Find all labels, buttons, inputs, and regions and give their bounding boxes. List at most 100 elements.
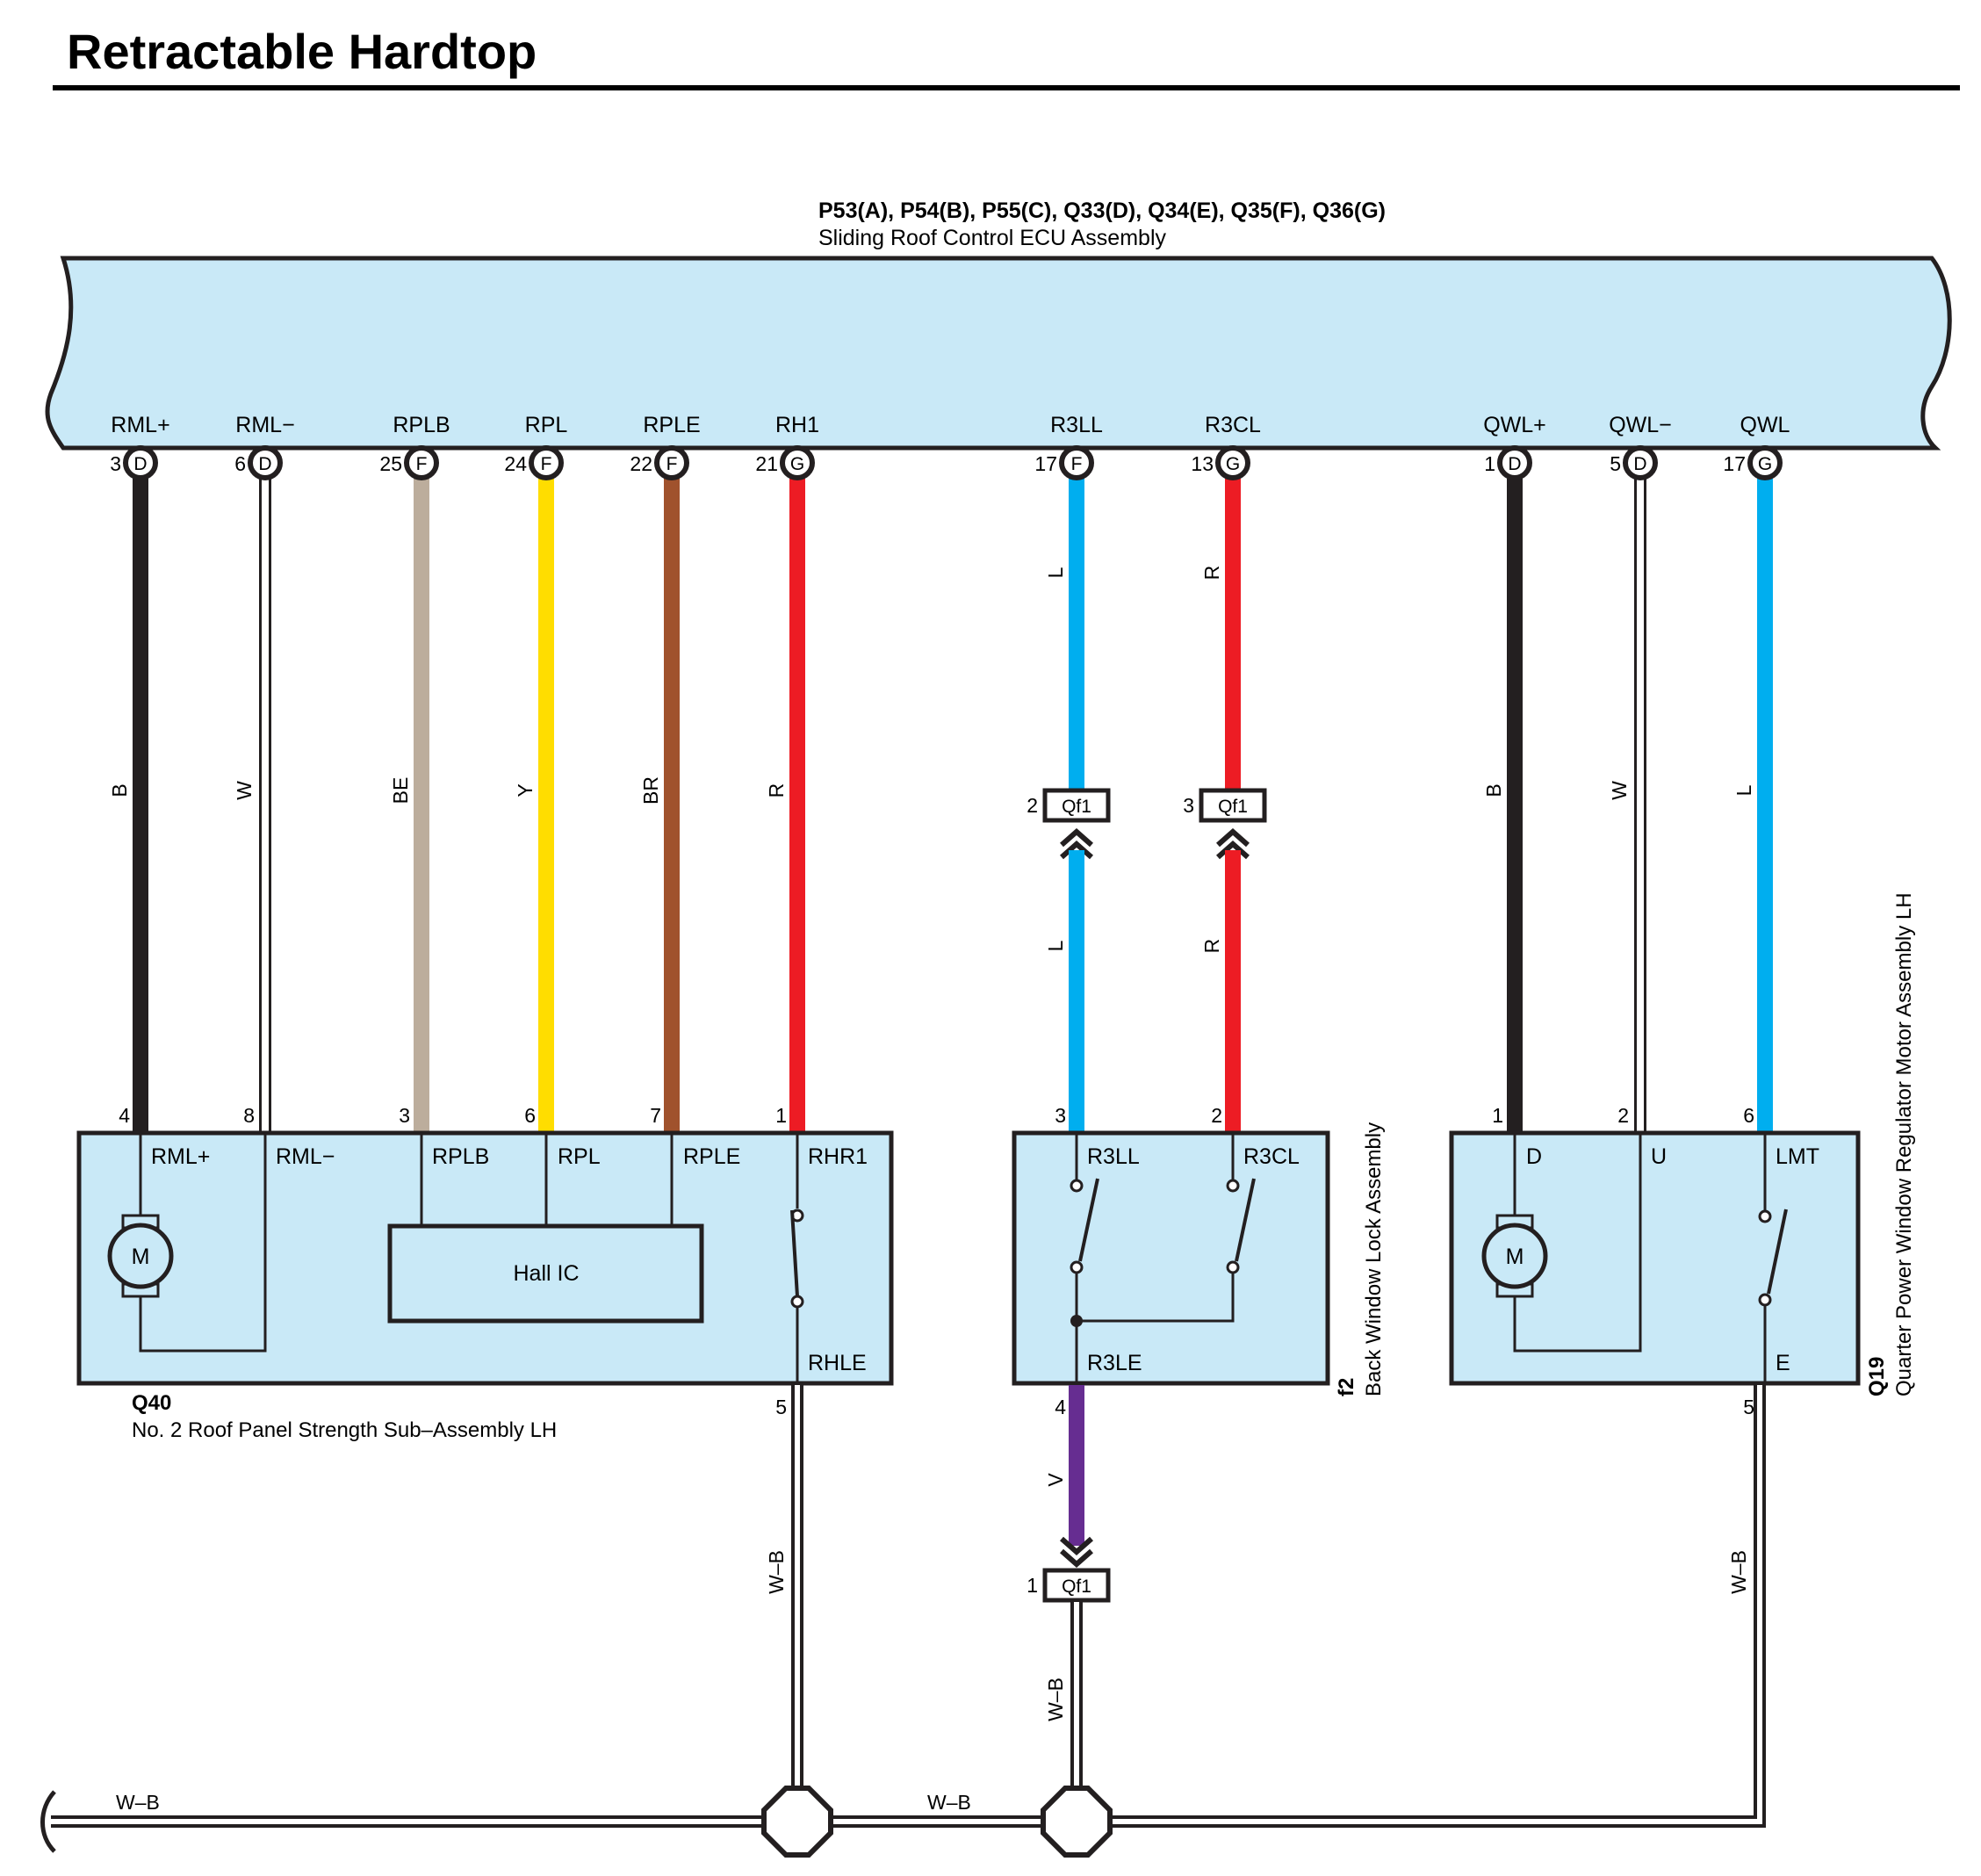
wire-code: R bbox=[765, 783, 788, 798]
pin-number: 22 bbox=[630, 452, 652, 475]
connector-letter: G bbox=[1758, 454, 1772, 474]
junction-code: Qf1 bbox=[1062, 1577, 1091, 1597]
junction-pin-number: 1 bbox=[1027, 1574, 1038, 1597]
wire-code: L bbox=[1732, 784, 1755, 796]
splice-point bbox=[1041, 1786, 1113, 1858]
junction-pin-number: 2 bbox=[1027, 794, 1038, 817]
pin-number: 13 bbox=[1191, 452, 1214, 475]
terminal-label: RPLB bbox=[432, 1144, 489, 1169]
ecu-pin-3: F 24 RPL Y bbox=[504, 413, 567, 1133]
terminal-label: D bbox=[1526, 1144, 1542, 1169]
wire-code: R bbox=[1200, 939, 1223, 954]
pin-number: 8 bbox=[243, 1104, 255, 1127]
pin-number: 1 bbox=[1492, 1104, 1503, 1127]
pin-name: R3LL bbox=[1050, 413, 1103, 437]
pin-connector-circle bbox=[780, 445, 815, 480]
pin-name: RPLB bbox=[393, 413, 450, 437]
junction-connector-qf1-pin1: Qf1 1 bbox=[1027, 1536, 1111, 1603]
wire-code: B bbox=[1482, 783, 1505, 797]
pin-number: 17 bbox=[1034, 452, 1057, 475]
junction-connector-qf1-pin2: Qf1 2 bbox=[1027, 788, 1111, 860]
pin-number: 4 bbox=[119, 1104, 130, 1127]
terminal-label: RPL bbox=[558, 1144, 601, 1169]
connector-letter: F bbox=[416, 454, 428, 474]
connector-letter: G bbox=[1226, 454, 1240, 474]
wire-code: W–B bbox=[927, 1791, 971, 1814]
pin-number: 3 bbox=[399, 1104, 410, 1127]
pin-number: 17 bbox=[1723, 452, 1746, 475]
terminal-label: R3LE bbox=[1087, 1351, 1142, 1375]
hall-ic-box bbox=[387, 1223, 704, 1324]
terminal-label: R3CL bbox=[1243, 1144, 1300, 1169]
pin-connector-circle bbox=[1497, 445, 1532, 480]
wire-code: W–B bbox=[116, 1791, 160, 1814]
pin-name: RH1 bbox=[775, 413, 819, 437]
wire-code: W–B bbox=[1044, 1678, 1067, 1721]
q19-quarter-window-motor-assembly: 1 2 6 D U LMT E M Q19 Quarter Power Wind… bbox=[1449, 892, 1916, 1418]
terminal-label: RML+ bbox=[151, 1144, 210, 1169]
pin-connector-circle bbox=[529, 445, 564, 480]
ecu-name: Sliding Roof Control ECU Assembly bbox=[818, 226, 1166, 250]
ecu-body bbox=[45, 256, 1952, 451]
junction-code: Qf1 bbox=[1062, 797, 1091, 817]
f2-back-window-lock-assembly: 3 2 R3LL R3CL R3LE f2 Back Window Lock A… bbox=[1012, 1104, 1386, 1546]
pin-name: RPL bbox=[525, 413, 568, 437]
q19-limit-switch bbox=[1758, 1135, 1788, 1382]
motor-icon: M bbox=[1481, 1214, 1548, 1298]
pin-connector-circle bbox=[248, 445, 283, 480]
ecu-pin-group: D3RML+BD6RML−WF25RPLBBEF24RPLYF22RPLEBRG… bbox=[108, 413, 1790, 1133]
pin-name: R3CL bbox=[1205, 413, 1261, 437]
q40-code: Q40 bbox=[132, 1391, 171, 1415]
pin-name: QWL− bbox=[1609, 413, 1672, 437]
wire-code: L bbox=[1044, 566, 1067, 578]
pin-name: RPLE bbox=[643, 413, 700, 437]
wire-code: W–B bbox=[765, 1550, 788, 1594]
q40-switch bbox=[790, 1135, 804, 1382]
pin-name: RML− bbox=[235, 413, 294, 437]
pin-number: 24 bbox=[504, 452, 527, 475]
wire-code: Y bbox=[514, 783, 537, 797]
terminal-label: RHLE bbox=[808, 1351, 867, 1375]
q19-code: Q19 bbox=[1865, 1357, 1889, 1396]
ecu-pin-4: F 22 RPLE BR bbox=[630, 413, 701, 1133]
pin-number: 5 bbox=[1743, 1396, 1754, 1418]
title-rule bbox=[53, 85, 1960, 90]
junction-connector-qf1-pin3: Qf1 3 bbox=[1183, 788, 1267, 860]
pin-connector-circle bbox=[654, 445, 689, 480]
pin-connector-circle bbox=[1747, 445, 1783, 480]
terminal-label: RPLE bbox=[683, 1144, 740, 1169]
pin-connector-circle bbox=[123, 445, 158, 480]
hall-ic-wiring bbox=[420, 1135, 674, 1226]
q40-roof-panel-assembly: 4 8 3 6 7 1 RML+ RML− RPLB RPL RPLE RHR1… bbox=[76, 1104, 894, 1442]
pin-name: QWL+ bbox=[1483, 413, 1546, 437]
f2-name: Back Window Lock Assembly bbox=[1362, 1122, 1386, 1396]
f2-switches bbox=[1070, 1135, 1256, 1382]
pin-number: 1 bbox=[775, 1104, 787, 1127]
pin-number: 7 bbox=[650, 1104, 661, 1127]
ecu-connector-list: P53(A), P54(B), P55(C), Q33(D), Q34(E), … bbox=[818, 198, 1386, 223]
q40-motor-wiring bbox=[139, 1135, 267, 1353]
junction-code: Qf1 bbox=[1218, 797, 1248, 817]
terminal-label: R3LL bbox=[1087, 1144, 1140, 1169]
pin-number: 3 bbox=[1055, 1104, 1066, 1127]
wire-code: W bbox=[1608, 781, 1631, 800]
pin-connector-circle bbox=[1215, 445, 1250, 480]
pin-number: 6 bbox=[524, 1104, 536, 1127]
pin-number: 25 bbox=[379, 452, 402, 475]
connector-letter: F bbox=[541, 454, 552, 474]
connector-letter: F bbox=[666, 454, 678, 474]
pin-connector-circle bbox=[1059, 445, 1094, 480]
pin-connector-circle bbox=[404, 445, 439, 480]
wire-code: W bbox=[233, 781, 256, 800]
terminal-label: LMT bbox=[1776, 1144, 1819, 1169]
wire-code: V bbox=[1044, 1473, 1067, 1487]
motor-icon: M bbox=[107, 1214, 174, 1298]
connector-letter: D bbox=[258, 454, 271, 474]
wire-code: BR bbox=[639, 776, 662, 805]
